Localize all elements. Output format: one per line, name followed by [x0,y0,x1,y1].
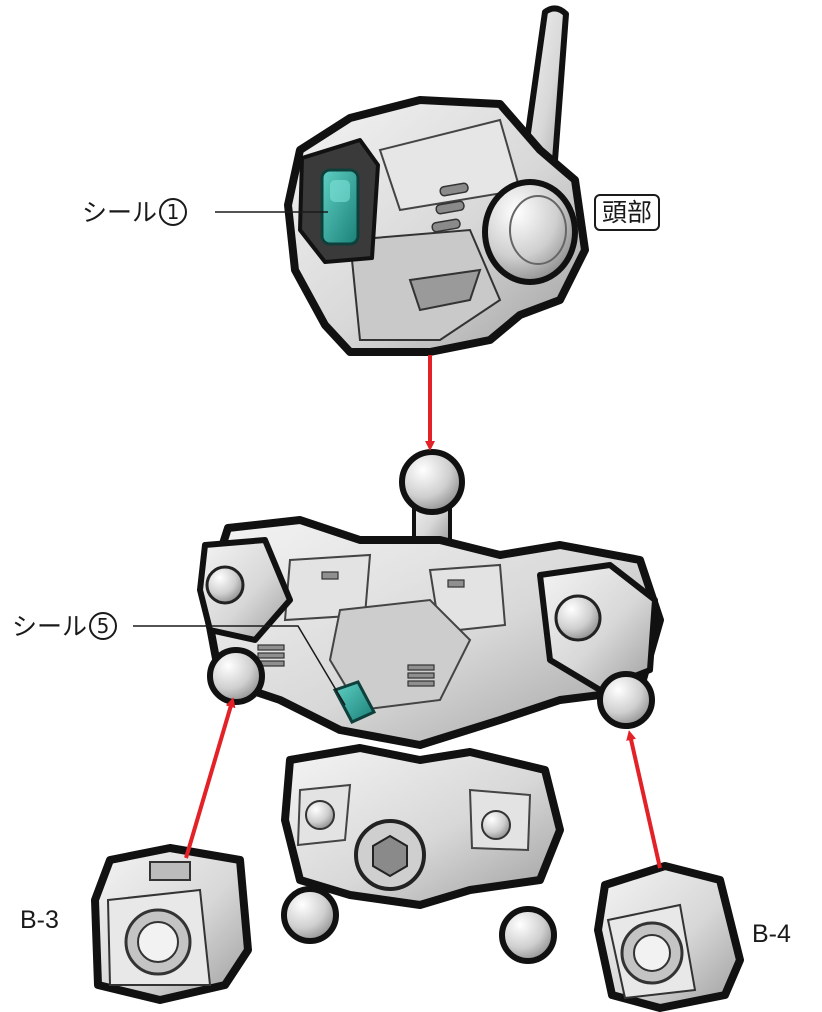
seal-5-sticker [332,680,377,724]
part-b3 [91,844,252,1004]
left-arm-ball-joint [207,647,265,705]
seal-1-number: 1 [159,198,188,226]
neck-ball-joint [399,449,465,515]
b4-arrow [626,730,662,869]
b3-arrow [184,697,236,859]
seal-5-leader [133,625,346,706]
part-b4-label: B-4 [752,920,791,948]
seal-1-text: シール [82,197,158,227]
seal-5-label: シール 5 [12,611,118,641]
head-ear-disc [482,179,578,285]
waist-block [281,744,564,909]
part-b3-label: B-3 [20,906,59,934]
seal-1-label: シール 1 [82,197,188,227]
torso-part [197,449,664,749]
head-label: 頭部 [594,194,661,231]
waist-part [281,744,564,964]
right-leg-ball-joint [499,906,557,964]
head-part [284,5,589,356]
seal-5-number: 5 [89,612,118,640]
part-b4 [594,862,744,1012]
seal-5-text: シール [12,611,88,641]
right-arm-ball-joint [597,671,655,729]
left-leg-ball-joint [281,886,339,944]
